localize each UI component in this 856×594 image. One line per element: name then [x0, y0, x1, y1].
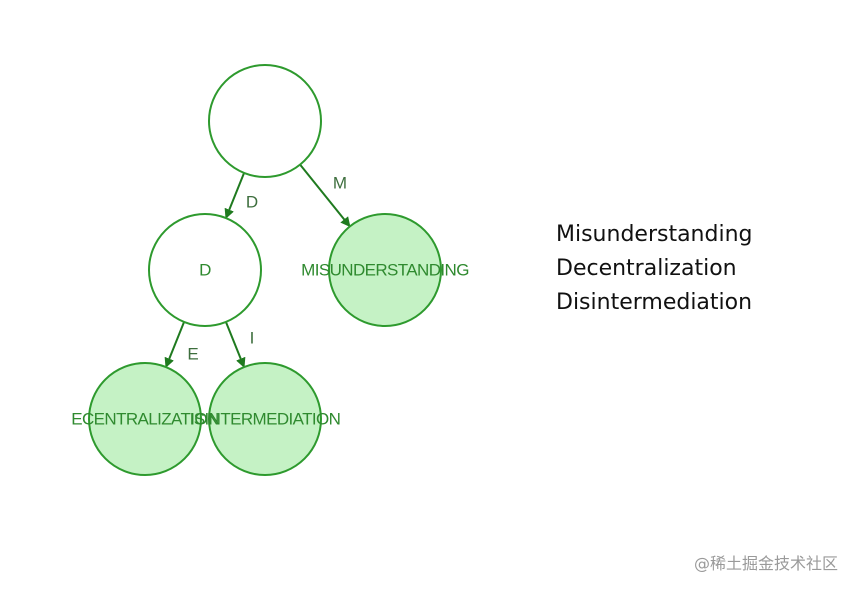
node-root [208, 64, 322, 178]
edge-root-misunderstanding [299, 163, 351, 228]
word-item-misunderstanding: Misunderstanding [556, 222, 753, 247]
node-disintermediation [208, 362, 322, 476]
word-item-decentralization: Decentralization [556, 256, 737, 281]
node-label-d: D [199, 260, 211, 279]
watermark: @稀土掘金技术社区 [693, 554, 838, 573]
edge-label-d-decentralization: E [187, 344, 198, 363]
node-d [148, 213, 262, 327]
node-label-disintermediation: ISINTERMEDIATION [190, 409, 341, 428]
node-decentralization [88, 362, 202, 476]
edge-label-d-disintermediation: I [250, 328, 255, 347]
edge-root-d [224, 172, 246, 219]
node-label-misunderstanding: MISUNDERSTANDING [301, 260, 469, 279]
edge-label-root-d: D [246, 192, 258, 211]
word-list: Misunderstanding Decentralization Disint… [556, 218, 753, 320]
word-item-disintermediation: Disintermediation [556, 290, 753, 315]
node-label-decentralization: ECENTRALIZATION [71, 409, 218, 428]
edge-d-disintermediation [224, 321, 246, 368]
node-misunderstanding [328, 213, 442, 327]
edge-label-root-misunderstanding: M [333, 173, 347, 192]
edge-d-decentralization [164, 321, 186, 368]
